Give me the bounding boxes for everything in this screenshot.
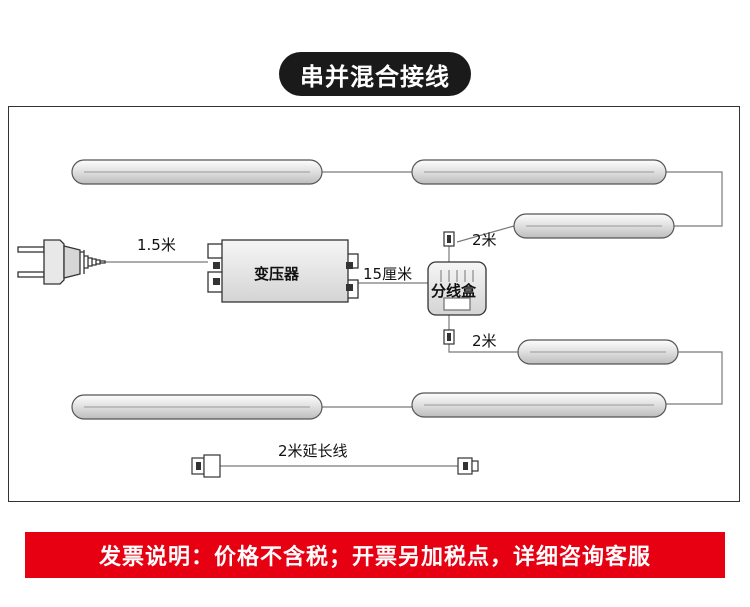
connector-icon [443, 231, 455, 345]
tube-bottom-2 [411, 392, 667, 418]
main-cable-label: 15厘米 [363, 265, 412, 283]
wires [105, 171, 723, 467]
transformer-icon [207, 239, 359, 303]
tube-top-2 [411, 159, 667, 185]
diagram-title: 串并混合接线 [279, 52, 471, 96]
tube-bottom-1 [71, 394, 323, 420]
wire-branch-top [456, 225, 515, 243]
branch-bottom-label: 2米 [472, 332, 497, 350]
diagram-frame [8, 106, 740, 502]
wire-bottom-2-3 [665, 351, 723, 405]
branch-top-label: 2米 [472, 231, 497, 249]
invoice-note: 发票说明：价格不含税；开票另加税点，详细咨询客服 [25, 532, 725, 578]
tube-bottom-3 [517, 339, 679, 365]
tube-top-1 [71, 159, 323, 185]
extension-socket-icon [457, 457, 479, 475]
power-plug-icon [17, 239, 106, 285]
wire-top-2-3 [665, 171, 723, 227]
wire-branch-bottom [448, 342, 518, 353]
extension-label: 2米延长线 [278, 442, 348, 460]
tube-top-3 [513, 213, 675, 239]
transformer-label: 变压器 [254, 265, 300, 283]
splitter-label: 分线盒 [431, 282, 477, 300]
splitter-box-icon [427, 261, 487, 316]
extension-plug-icon [191, 454, 221, 478]
plug-cable-label: 1.5米 [137, 236, 176, 254]
